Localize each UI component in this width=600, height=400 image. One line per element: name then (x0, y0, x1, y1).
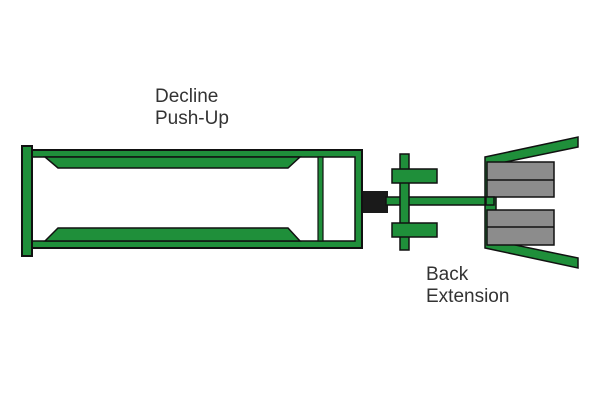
decline-pushup-label-line2: Push-Up (155, 108, 229, 129)
bench-inner-cutout (30, 156, 356, 242)
extension-post (399, 153, 410, 251)
bench-end-post (21, 145, 33, 257)
bench-divider (317, 156, 324, 242)
bench-bottom-rail (43, 227, 302, 242)
back-extension-label-line2: Extension (426, 286, 510, 307)
back-extension-label: Back Extension (426, 264, 509, 308)
decline-pushup-label-line1: Decline (155, 86, 219, 107)
upper-handle-plate (391, 168, 438, 184)
foot-frame (484, 136, 579, 269)
decline-pushup-label: Decline Push-Up (155, 86, 229, 130)
lower-handle-plate (391, 222, 438, 238)
decline-pushup-bench (21, 145, 363, 257)
shaft-tip (485, 196, 495, 206)
back-extension-machine (385, 136, 579, 269)
hinge-connector (363, 191, 388, 213)
bench-top-rail (42, 156, 302, 169)
back-extension-label-line1: Back (426, 264, 469, 285)
